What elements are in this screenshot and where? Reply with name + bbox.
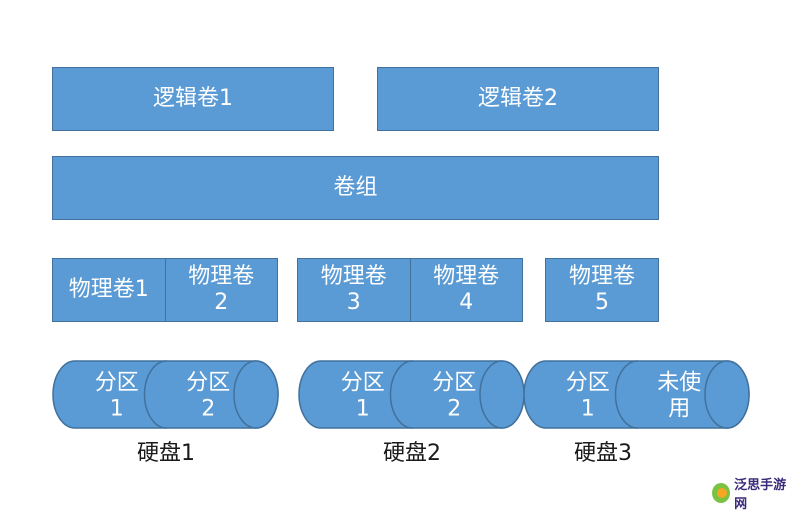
physical-volume-group-1: 物理卷1 物理卷 2 <box>52 258 278 322</box>
physical-volume-1: 物理卷1 <box>68 277 149 302</box>
disk-2-end-cap <box>479 360 525 429</box>
disk-3-partition-2-label: 未使 <box>657 371 701 396</box>
disk-3-partition-2-label: 用 <box>668 397 690 422</box>
disk-2-partition-2-label: 2 <box>447 397 461 422</box>
physical-volume-4: 物理卷 4 <box>409 259 523 321</box>
disk-2-partition-1-label: 1 <box>356 397 370 422</box>
physical-volume-2: 物理卷 2 <box>164 259 278 321</box>
partition-divider <box>389 360 413 429</box>
logical-volume-2: 逻辑卷2 <box>377 67 659 131</box>
disk-1-end-cap <box>233 360 279 429</box>
disk-3-label: 硬盘3 <box>574 441 632 466</box>
disk-1-partition-2-label: 分区 <box>186 371 230 396</box>
disk-3-partition-1-label: 分区 <box>566 371 610 396</box>
disk-3-partition-1-label: 1 <box>581 397 595 422</box>
watermark-text: 泛思手游网 <box>734 478 787 512</box>
physical-volume-group-3: 物理卷 5 <box>545 258 659 322</box>
watermark: 泛思手游网 <box>712 474 793 512</box>
disk-1-partition-1-label: 分区 <box>95 371 139 396</box>
volume-group: 卷组 <box>52 156 659 220</box>
physical-volume-group-2: 物理卷 3 物理卷 4 <box>297 258 523 322</box>
logical-volume-1-label: 逻辑卷1 <box>153 86 233 111</box>
disk-2-label: 硬盘2 <box>383 441 441 466</box>
physical-volume-5: 物理卷 5 <box>568 264 635 315</box>
disk-1-label: 硬盘1 <box>137 441 195 466</box>
disk-3-end-cap <box>704 360 750 429</box>
volume-group-label: 卷组 <box>333 175 378 200</box>
logical-volume-2-label: 逻辑卷2 <box>478 86 558 111</box>
disk-2-partition-2-label: 分区 <box>432 371 476 396</box>
partition-divider <box>143 360 167 429</box>
disk-2-partition-1-label: 分区 <box>341 371 385 396</box>
logical-volume-1: 逻辑卷1 <box>52 67 334 131</box>
disk-3: 分区1 未使用 <box>523 360 750 429</box>
physical-volume-3: 物理卷 3 <box>320 264 387 315</box>
disk-1-partition-2-label: 2 <box>201 397 215 422</box>
disk-1-partition-1-label: 1 <box>110 397 124 422</box>
partition-divider <box>614 360 638 429</box>
watermark-logo-icon <box>712 483 731 503</box>
